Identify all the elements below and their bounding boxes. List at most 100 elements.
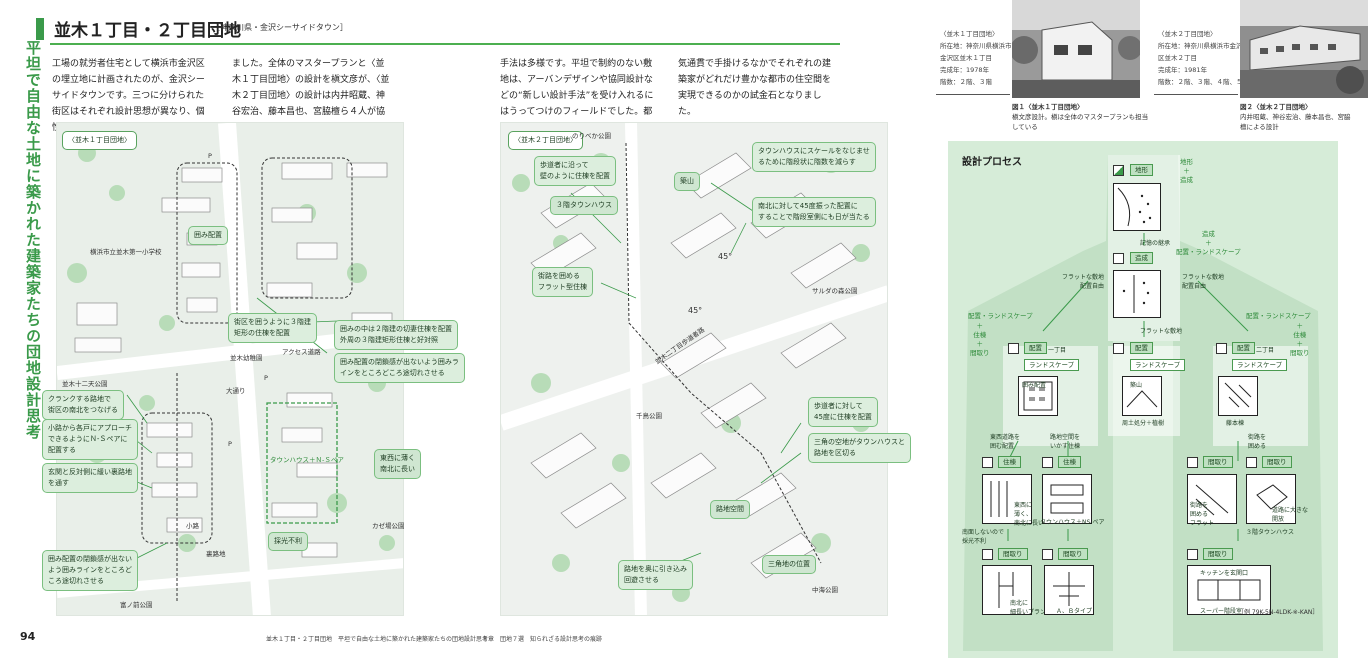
kakomi-label: 囲み配置 [1022,382,1047,389]
label-tominomae-park: 富ノ前公園 [120,601,153,609]
photo-2-caption-floors: 階数：２階、３階、４階、５階 [1158,78,1249,86]
callout-3story-blocks: 街区を囲うように３階建 矩形の住棟を配置 [228,313,317,343]
building-icon-2 [1042,457,1053,468]
label-alley: 小路 [186,522,199,530]
photo-1-caption-floors: 階数：２階、３階 [940,78,992,86]
flat-site-left: フラットな敷地 配置自由 [1062,274,1105,290]
label-main-street: 大通り [226,387,246,395]
flat-site-mid: フラットな敷地 [1140,328,1183,335]
flat-site-right: フラットな敷地 配置自由 [1182,274,1225,290]
page-subtitle: ［神奈川県・金沢シーサイドタウン］ [212,23,348,32]
plan-ns-diagram [982,565,1032,615]
terrain-diagram-drawing [1117,187,1152,227]
madori-icon-top [1187,457,1198,468]
plan-kitchen-label: キッチンを玄関口 [1200,570,1249,577]
layout-icon-3 [1216,343,1227,354]
callout-45deg-sun: 南北に対して45度振った配置に することで階段室側にも日が当たる [752,197,876,227]
fujimoto-diagram [1218,376,1258,416]
photo-2-caption-address: 所在地：神奈川県横浜市金沢 [1158,42,1243,50]
terrain-diagram [1113,183,1161,231]
flat-diagram [1187,474,1237,524]
callout-ns-pair: 小路から各戸にアプローチ できるようにＮ-Ｓペアに 配置する [42,419,138,460]
page-number: 94 [20,630,36,643]
photo-1-caption-year: 完成年：1978年 [940,66,990,74]
thin-ew-diagram [982,474,1032,524]
landscape-pill-3: ランドスケープ [1232,359,1288,371]
callout-break-enclosure: 囲み配置の閉鎖感が出ないよう囲みラ インをところどころ途切れさせる [334,353,465,383]
photo-namiki-2 [1240,0,1368,98]
right-branch-label: 配置・ランドスケープ [1246,312,1311,320]
layout-pill-2: 配置 [1130,342,1153,354]
flat-label: 街路を 囲める フラット [1190,502,1215,527]
plan-stair-label: スーパー階段室 [1200,608,1242,615]
callout-crank-alley: クランクする路地で 街区の南北をつなげる [42,390,124,420]
tsukiyama-diagram-drawing [1126,390,1158,408]
callout-gable-contrast: 囲みの中は２階建の切妻住棟を配置 外周の３階建矩形住棟と好対照 [334,320,458,350]
plan-ns-label: 南北に 細長いプラン [1010,600,1047,616]
callout-enclosure-layout: 囲み配置 [188,226,228,245]
figure-2-line-2: 檀による設計 [1240,123,1279,131]
photo-1-caption-rule [936,94,1010,95]
label-access-road: アクセス道路 [282,348,321,356]
tsukiyama-diagram [1122,376,1162,416]
townhouse-ns-diagram-drawing [1050,484,1084,514]
header-rule [50,43,840,45]
kakomi-diagram-drawing [1023,381,1053,411]
left-branch-side: ＋ 住棟 ＋ 間取り [970,322,990,357]
figure-2-caption: 図２〈並木２丁目団地〉 内井昭蔵、神谷宏治、藤本昌也、宮脇 檀による設計 [1240,102,1351,132]
left-road2-label: 路地空間を いかす住棟 [1050,434,1081,450]
photo-2-caption-rule [1154,94,1238,95]
callout-triangle-space: 三角の空地がタウンハウスと 路地を区切る [808,433,911,463]
tsukiyama-label: 築山 [1130,382,1143,389]
figure-2-line-1: 内井昭蔵、神谷宏治、藤本昌也、宮脇 [1240,113,1351,121]
callout-tsukiyama: 築山 [674,172,700,191]
photo-1-image [1010,0,1142,98]
terrain-icon [1113,165,1124,176]
zoning-diagram-drawing [1122,275,1150,313]
plan-kitchen-diagram [1187,565,1271,615]
label-townhouse-ns: タウンハウス＋Ｎ-Ｓペア [270,456,344,464]
callout-3story-townhouse: ３階タウンハウス [550,196,618,215]
right-branch-side: ＋ 住棟 ＋ 間取り [1290,322,1310,357]
photo-1-caption: 〈並木１丁目団地〉 所在地：神奈川県横浜市 金沢区並木１丁目 完成年：1978年… [940,28,1012,88]
madori-pill-3: 間取り [1203,548,1233,560]
label-45deg-2: 45° [688,306,703,315]
right-road-label: 街路を 囲める [1248,434,1267,450]
nichome-label: 二丁目 [1256,347,1275,354]
townhouse-ns-diagram [1042,474,1092,524]
vertical-chapter-title: 平坦で自由な土地に築かれた建築家たちの団地設計思考 [24,40,42,440]
photo-2-caption-year: 完成年：1981年 [1158,66,1208,74]
callout-stepped-floors: タウンハウスにスケールをなじませ るために階段状に階数を減らす [752,142,876,172]
footer-chapter-title: ３章 団地７選 知られざる設計思考の痕跡 [482,636,603,643]
poor-light-note: 南面しないので 採光不利 [962,529,1005,545]
callout-thin-ew: 東西に薄く 南北に長い [374,449,421,479]
zoning-side-label: 造成 ＋ 配置・ランドスケープ [1176,230,1241,256]
open-road-sub: ３階タウンハウス [1246,529,1295,536]
label-junitenkoen: 並木十二天公園 [62,380,108,388]
layout-icon-1 [1008,343,1019,354]
callout-back-alley: 玄関と反対側に緩い裏路地 を通す [42,463,138,493]
building-pill-2: 住棟 [1058,456,1081,468]
fujimoto-label: 藤本棟 [1226,420,1245,427]
plan-ns-diagram-drawing [998,572,1014,608]
photo-2-caption-name: 〈並木２丁目団地〉 [1158,30,1217,38]
photo-2-image [1240,0,1368,98]
label-kaze-park: カゼ場公園 [372,522,405,530]
photo-1-caption-address-2: 金沢区並木１丁目 [940,54,992,62]
label-school: 横浜市立並木第一小学校 [90,248,162,256]
map-1-tag: 〈並木１丁目団地〉 [62,131,137,150]
open-road-diagram-drawing [1256,484,1288,510]
plan-ab-diagram [1044,565,1094,615]
plan-ab-diagram-drawing [1053,572,1085,606]
label-saruda-park: サルダの森公園 [812,287,858,295]
townhouse-ns-label: タウンハウス＋NS-ペア [1040,519,1105,526]
callout-triangle-position: 三角地の位置 [762,555,816,574]
footer-running-title: 並木１丁目・２丁目団地 平坦で自由な土地に築かれた建築家たちの団地設計思考 [266,636,489,643]
label-noribeka-park: のりべか公園 [572,132,611,140]
plan-ab-label: Ａ、Ｂタイプ [1056,608,1093,615]
zoning-pill: 造成 [1130,252,1153,264]
thin-ew-diagram-drawing [990,481,1008,517]
left-branch-label: 配置・ランドスケープ [968,312,1033,320]
photo-namiki-1 [1010,0,1142,98]
label-parking-2: P [264,374,268,382]
